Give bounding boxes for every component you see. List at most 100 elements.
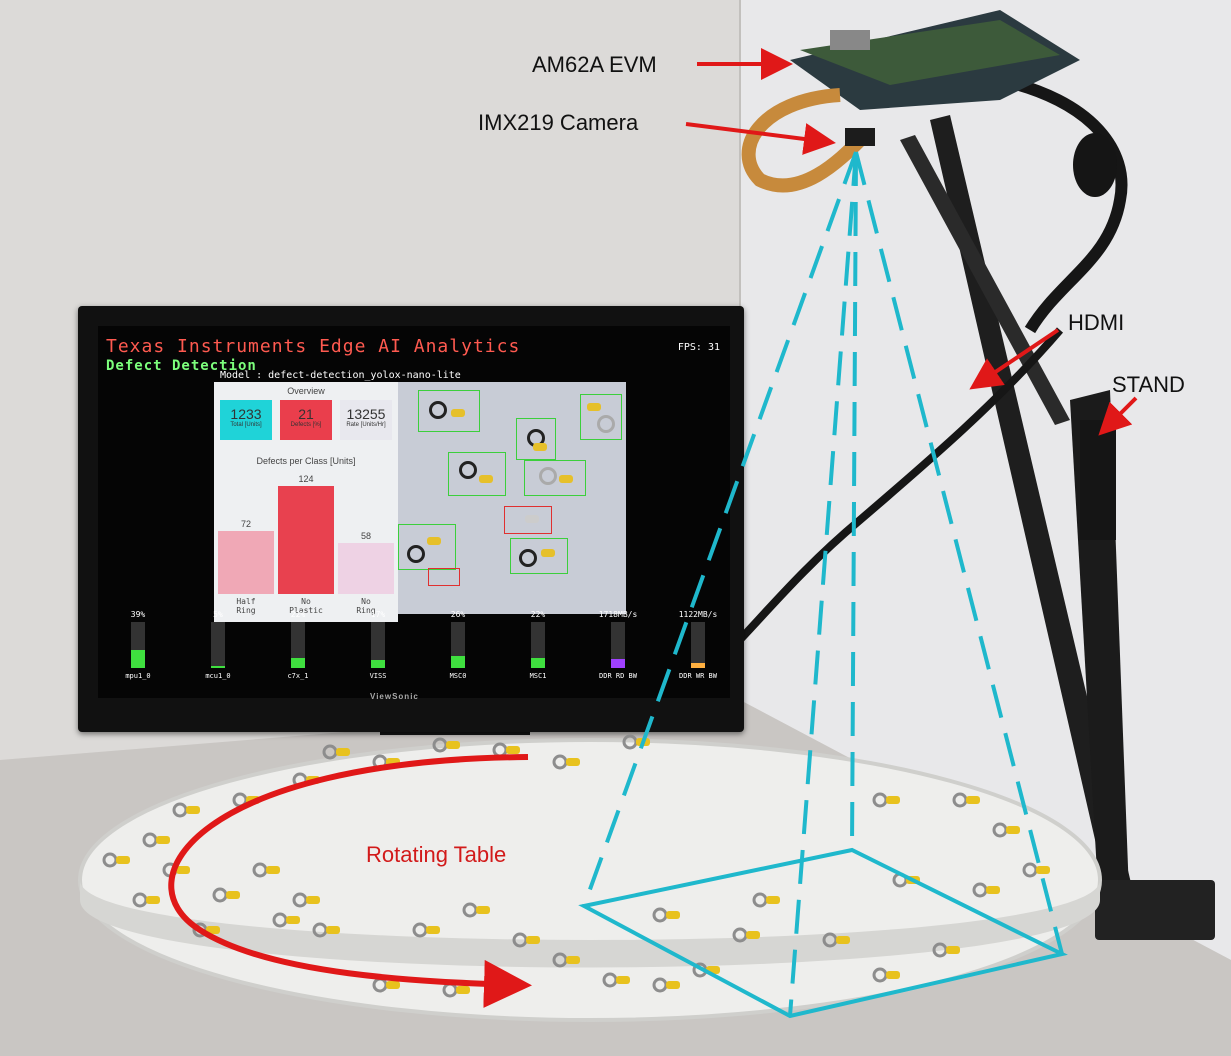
ring-terminal <box>432 737 460 753</box>
ring-terminal <box>292 892 320 908</box>
defect-bar-value: 72 <box>240 519 251 530</box>
defects-percent-tile: 21 Defects [%] <box>280 400 332 440</box>
defect-bar <box>218 531 274 594</box>
camera-label: IMX219 Camera <box>478 110 639 135</box>
gauge-percent: 17% <box>370 610 386 619</box>
ring-terminal <box>252 862 280 878</box>
gauge-bar <box>211 622 225 668</box>
gauge-percent: 1718MB/s <box>598 610 638 619</box>
camera-arrow <box>685 122 836 155</box>
ring-terminal <box>142 832 170 848</box>
camera-field-of-view <box>578 151 1068 1019</box>
ring-terminal <box>732 927 760 943</box>
detection-box <box>516 418 556 460</box>
hdmi-arrow <box>969 328 1060 390</box>
ring-terminal <box>872 792 900 808</box>
ring-terminal <box>752 892 780 908</box>
ring-terminal <box>172 802 200 818</box>
defect-box <box>504 506 552 534</box>
gauge-percent: 22% <box>530 610 546 619</box>
screen-subtitle: Defect Detection <box>106 358 257 374</box>
total-units-tile: 1233 Total [Units] <box>220 400 272 440</box>
analytics-panel: Overview 1233 Total [Units] 21 Defects [… <box>214 382 398 622</box>
ring-terminal <box>102 852 130 868</box>
ring-terminal <box>652 977 680 993</box>
ring-terminal <box>312 922 340 938</box>
gauge-bar <box>451 622 465 668</box>
gauge-fill <box>691 663 705 668</box>
stand-label: STAND <box>1112 372 1185 397</box>
ring-terminal <box>512 932 540 948</box>
imx219-camera <box>845 128 875 146</box>
defects-percent-value: 21 <box>298 406 314 422</box>
screen-title: Texas Instruments Edge AI Analytics <box>106 336 521 357</box>
detection-box <box>510 538 568 574</box>
ring-terminal <box>932 942 960 958</box>
gauge-bar <box>131 622 145 668</box>
detection-box <box>418 390 480 432</box>
stand-clamp <box>1095 880 1215 940</box>
gauge-name: mcu1_0 <box>205 672 231 680</box>
gauge-percent: 26% <box>450 610 466 619</box>
rate-value: 13255 <box>346 406 386 422</box>
rotation-arrow <box>168 754 532 1008</box>
gauge-fill <box>611 658 625 668</box>
defect-bar-value: 58 <box>360 531 371 542</box>
gauge-bar <box>611 622 625 668</box>
usb-cable <box>998 74 1128 334</box>
detection-box <box>580 394 622 440</box>
total-units-value: 1233 <box>230 406 262 422</box>
fps-readout: FPS: 31 <box>677 342 720 353</box>
gauge-fill <box>131 650 145 668</box>
ring-terminal <box>212 887 240 903</box>
ring-terminal <box>972 882 1000 898</box>
defect-box <box>428 568 460 586</box>
rotating-table-label: Rotating Table <box>366 842 507 867</box>
monitor-brand: ViewSonic <box>370 692 419 701</box>
ring-terminal <box>192 922 220 938</box>
gauge-name: VISS <box>369 672 387 680</box>
ring-terminal <box>552 952 580 968</box>
gauge-name: DDR WR BW <box>679 672 717 680</box>
detection-box <box>448 452 506 496</box>
camera-ribbon <box>741 88 865 193</box>
ring-terminal <box>132 892 160 908</box>
gauge-fill <box>371 660 385 668</box>
rate-tile: 13255 Rate [Units/Hr] <box>340 400 392 440</box>
ring-terminal <box>552 754 580 770</box>
gauge-bar <box>291 622 305 668</box>
detection-box <box>524 460 586 496</box>
ring-terminal <box>992 822 1020 838</box>
stand-arm-upper <box>930 115 1135 905</box>
defect-bar-value: 124 <box>298 474 314 484</box>
ring-terminal <box>602 972 630 988</box>
gauge-name: DDR RD BW <box>599 672 637 680</box>
ring-terminal <box>952 792 980 808</box>
gauge-name: mpu1_0 <box>125 672 151 680</box>
detection-box <box>398 524 456 570</box>
gauge-name: MSC0 <box>449 672 467 680</box>
rate-label: Rate [Units/Hr] <box>346 422 386 428</box>
gauge-fill <box>531 657 545 668</box>
defects-chart-title: Defects per Class [Units] <box>256 456 356 466</box>
gauge-fill <box>211 665 225 668</box>
stand-arrow <box>1098 396 1138 436</box>
hdmi-cable <box>727 327 1064 653</box>
model-name: Model : defect-detection_yolox-nano-lite <box>220 370 461 381</box>
gauge-name: MSC1 <box>529 672 547 680</box>
ring-terminal <box>822 932 850 948</box>
defects-percent-label: Defects [%] <box>290 422 322 428</box>
gauge-percent: 1122MB/s <box>678 610 718 619</box>
ring-terminal <box>1022 862 1050 878</box>
gauge-bar <box>531 622 545 668</box>
ring-terminal <box>412 922 440 938</box>
ring-terminal <box>272 912 300 928</box>
defect-bar <box>338 543 394 594</box>
